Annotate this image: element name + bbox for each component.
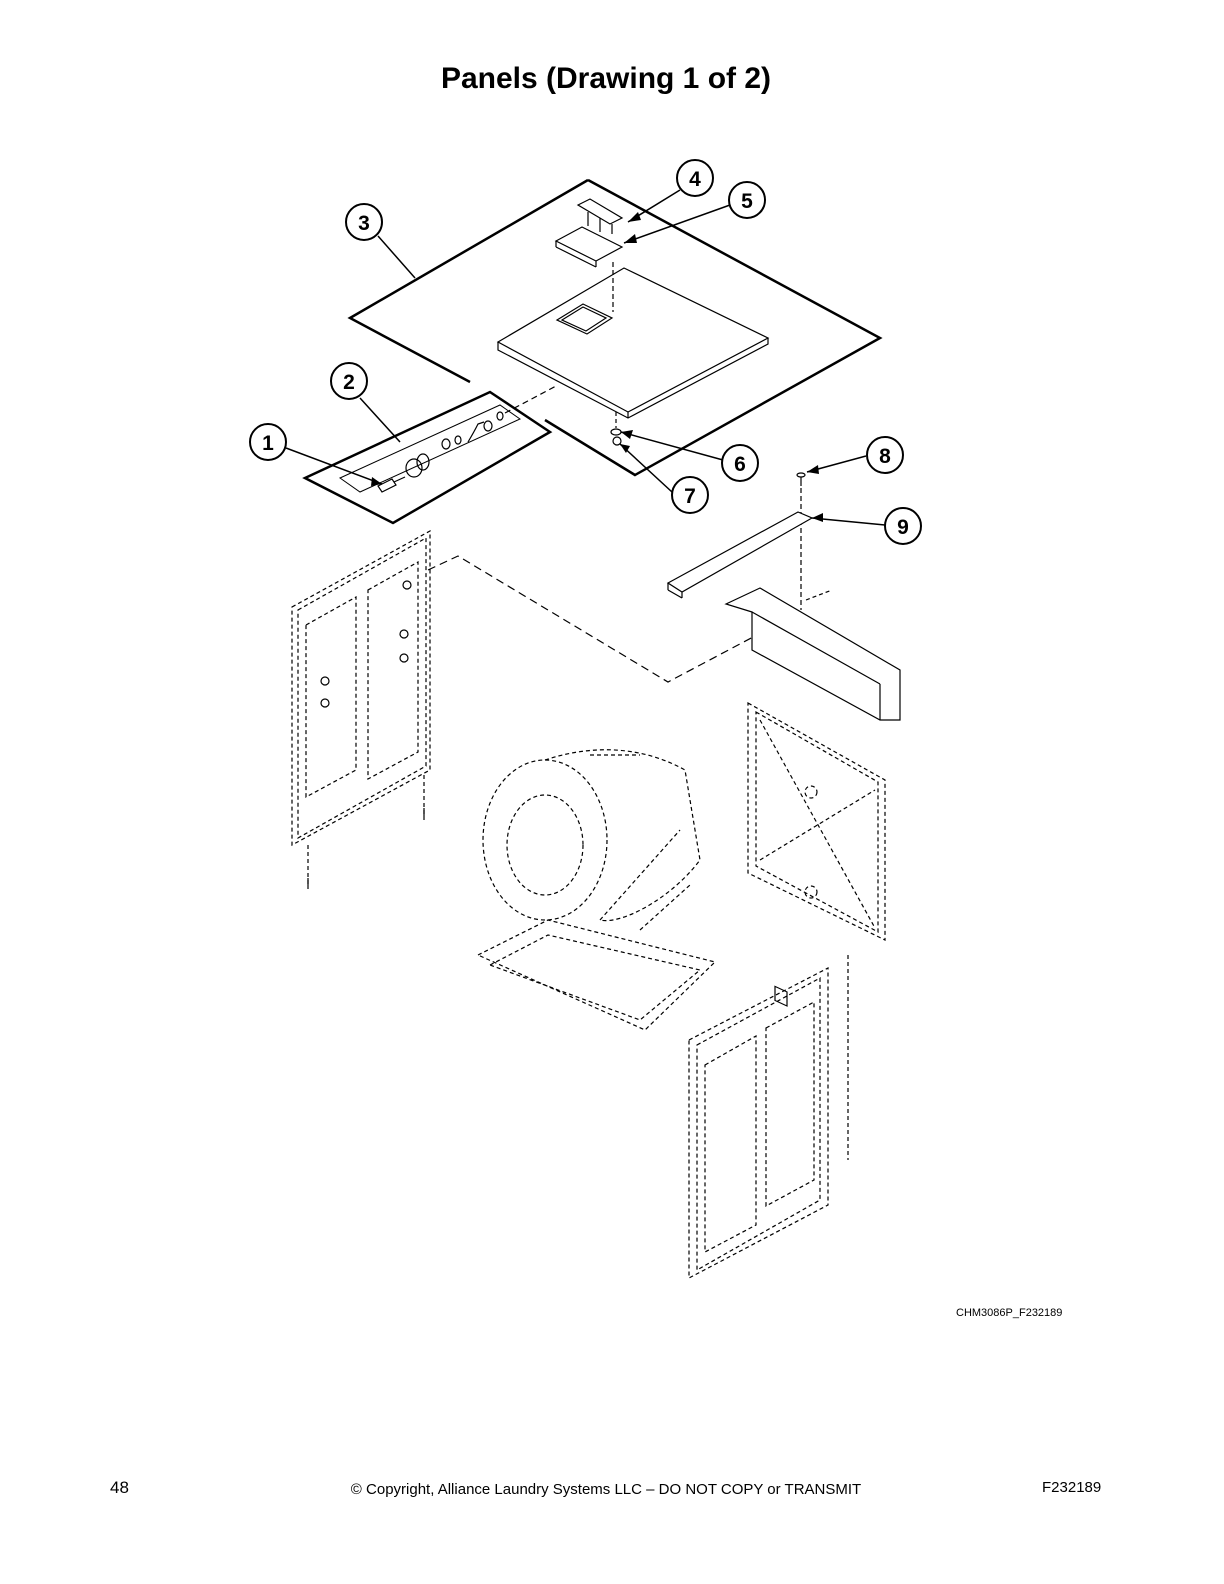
callout-1: 1 xyxy=(262,432,274,455)
control-bracket xyxy=(724,587,901,1007)
rear-panel xyxy=(747,701,886,1160)
arrowheads xyxy=(371,212,823,522)
washer-and-nut xyxy=(610,412,622,446)
form-number: F232189 xyxy=(1042,1479,1102,1496)
drawing-id: CHM3086P_F232189 xyxy=(956,1307,1063,1319)
front-right-panel xyxy=(688,967,829,1279)
callout-circles xyxy=(249,159,922,545)
callout-4: 4 xyxy=(689,168,701,191)
left-panel-fasteners xyxy=(307,580,425,889)
copyright-notice: © Copyright, Alliance Laundry Systems LL… xyxy=(350,1481,862,1498)
top-panel-group-outline-left xyxy=(347,178,589,384)
lock-parts xyxy=(377,384,559,493)
top-panel-group-outline xyxy=(544,178,883,477)
callout-9: 9 xyxy=(897,516,909,539)
lock-group-inner-outline xyxy=(338,404,522,493)
callout-2: 2 xyxy=(343,371,355,394)
top-panel xyxy=(496,267,770,419)
page-number: 48 xyxy=(110,1478,129,1497)
left-side-panel xyxy=(291,529,431,885)
leader-lines xyxy=(285,189,886,526)
callout-8: 8 xyxy=(879,445,891,468)
drum-assembly xyxy=(476,749,717,1031)
callout-5: 5 xyxy=(741,190,753,213)
top-hinge-parts xyxy=(554,198,624,312)
callout-7: 7 xyxy=(684,485,696,508)
cabinet-dashed-outline xyxy=(427,555,756,683)
lock-group-outline xyxy=(302,390,553,525)
page-title: Panels (Drawing 1 of 2) xyxy=(440,62,772,95)
callout-3: 3 xyxy=(358,212,370,235)
callout-6: 6 xyxy=(734,453,746,476)
